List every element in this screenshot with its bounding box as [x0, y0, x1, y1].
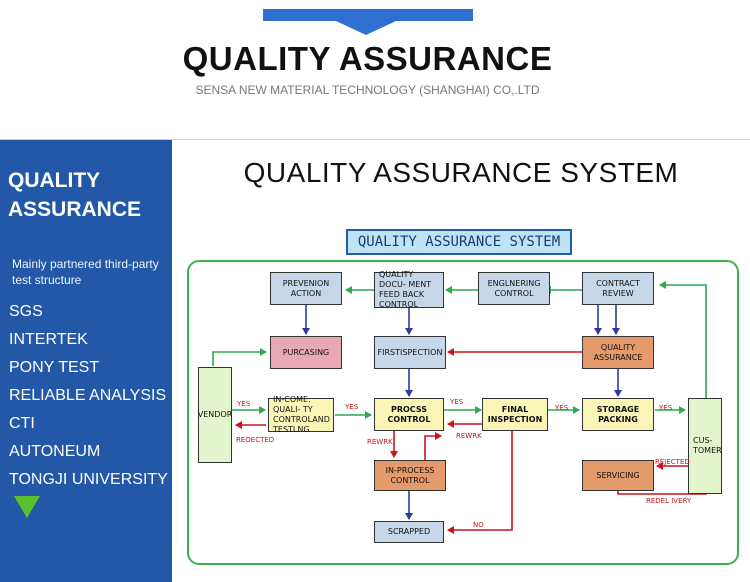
header-accent-bar	[263, 9, 473, 21]
node-in-process-control: IN-PROCESS CONTROL	[374, 460, 446, 491]
header-divider	[0, 139, 750, 140]
label-yes-storage: YES	[659, 404, 673, 412]
partner-list: SGS INTERTEK PONY TEST RELIABLE ANALYSIS…	[9, 298, 168, 494]
arrow-inprocess-to-process	[424, 432, 442, 460]
page-title: QUALITY ASSURANCE	[182, 40, 553, 77]
node-contract-review: CONTRACT REVIEW	[582, 272, 654, 305]
sidebar: QUALITY ASSURANCE Mainly partnered third…	[0, 140, 172, 582]
partner-item-pony-test: PONY TEST	[9, 359, 100, 376]
label-rejected: REJECTED	[655, 458, 690, 466]
node-final-inspection: FINAL INSPECTION	[482, 398, 548, 431]
label-yes-vendor: YES	[237, 400, 251, 408]
label-rewrk-process: REWRK	[367, 438, 393, 446]
triangle-down-icon	[14, 496, 40, 518]
node-purchasing: PURCASING	[270, 336, 342, 369]
node-engineering-control: ENGLNERING CONTROL	[478, 272, 550, 305]
node-scrapped: SCRAPPED	[374, 521, 444, 543]
node-quality-assurance: QUALITY ASSURANCE	[582, 336, 654, 369]
diagram-frame	[187, 260, 739, 565]
partner-item-sgs: SGS	[9, 303, 43, 320]
label-yes-final: YES	[555, 404, 569, 412]
label-rewrk-final: REWRK	[456, 432, 482, 440]
label-yes-incoming: YES	[345, 403, 359, 411]
company-subtitle: SENSA NEW MATERIAL TECHNOLOGY (SHANGHAI)…	[195, 83, 540, 97]
partner-item-autoneum: AUTONEUM	[9, 443, 101, 460]
node-storage-packing: STORAGE PACKING	[582, 398, 654, 431]
arrow-vendor-to-purchasing	[212, 348, 267, 366]
partner-item-cti: CTI	[9, 415, 35, 432]
node-prevention-action: PREVENION ACTION	[270, 272, 342, 305]
node-customer: CUS- TOMER	[688, 398, 722, 494]
label-yes-process: YES	[450, 398, 464, 406]
partner-item-tongji-university: TONGJI UNIVERSITY	[9, 471, 168, 488]
node-servicing: SERVICING	[582, 460, 654, 491]
sidebar-subtitle: Mainly partnered third-party test struct…	[12, 257, 159, 287]
node-quality-document-feedback: QUALITY DOCU- MENT FEED BACK CONTROL	[374, 270, 444, 309]
node-first-inspection: FIRSTISPECTION	[374, 336, 446, 369]
node-vendor: VENDOR	[198, 367, 232, 463]
arrow-final-to-scrapped	[447, 430, 513, 534]
header-accent-triangle-icon	[336, 21, 396, 35]
diagram-banner: QUALITY ASSURANCE SYSTEM	[346, 229, 572, 255]
node-process-control: PROCSS CONTROL	[374, 398, 444, 431]
label-reoected: REOECTED	[236, 436, 275, 444]
partner-item-intertek: INTERTEK	[9, 331, 88, 348]
partner-item-reliable-analysis: RELIABLE ANALYSIS	[9, 387, 167, 404]
arrow-customer-to-contract	[659, 281, 707, 398]
node-incoming-quality-control: IN-COME. QUALI- TY CONTROLAND TESTLNG	[268, 395, 334, 434]
system-title: QUALITY ASSURANCE SYSTEM	[243, 157, 679, 188]
label-no: NO	[473, 521, 484, 529]
sidebar-title: QUALITY ASSURANCE	[8, 169, 142, 221]
label-redelivery: REDEL IVERY	[646, 497, 692, 505]
